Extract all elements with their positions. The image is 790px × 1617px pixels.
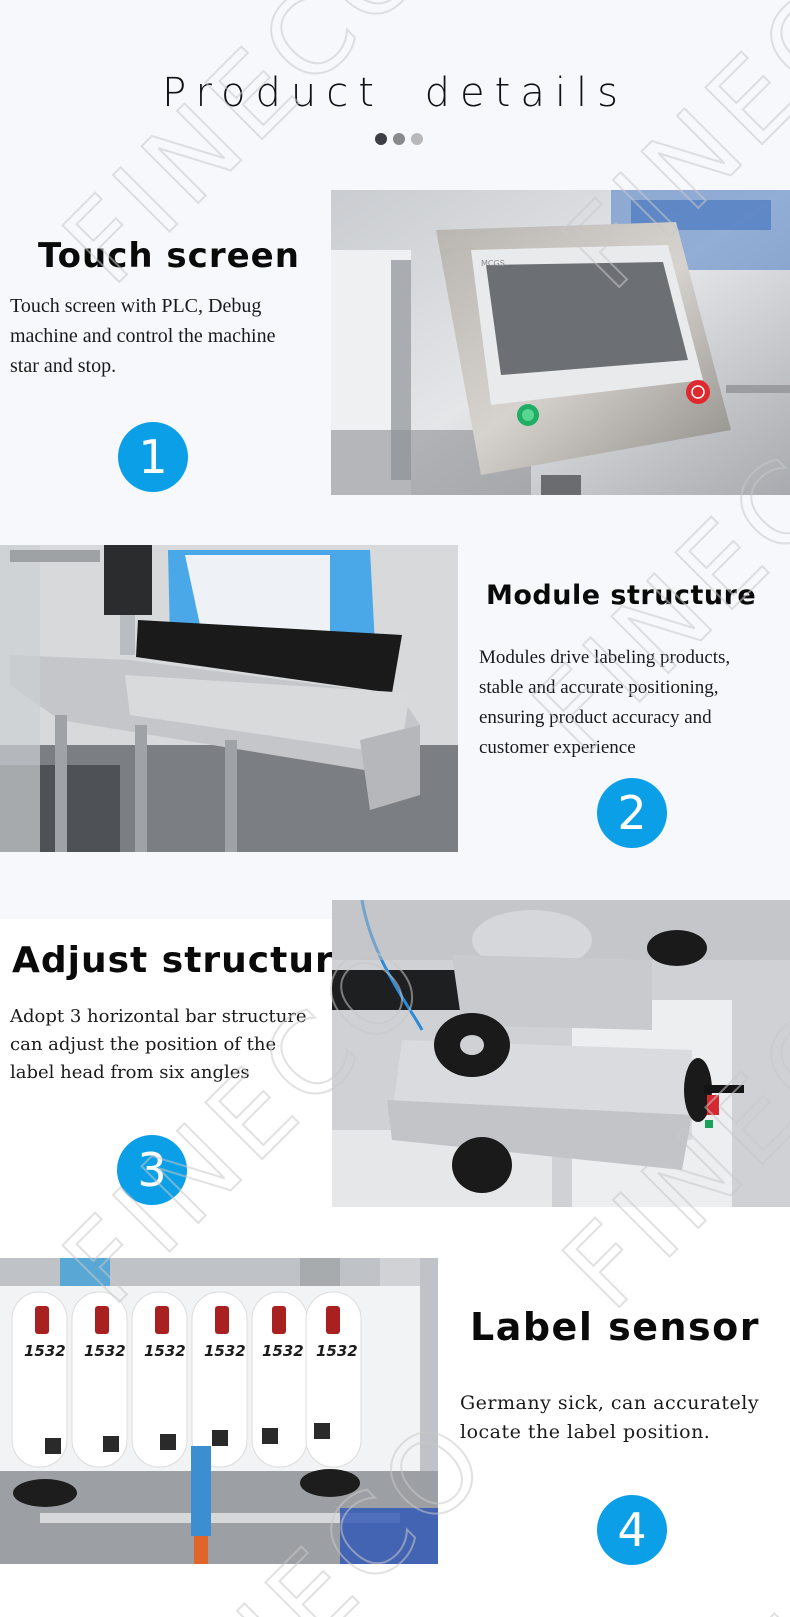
- feature-heading: Label sensor: [470, 1305, 760, 1349]
- page-title: Product details: [162, 70, 628, 116]
- touch-screen-photo: MCGS: [331, 190, 790, 495]
- adjust-structure-photo: [332, 900, 790, 1207]
- feature-heading: Touch screen: [38, 236, 300, 276]
- svg-text:MCGS: MCGS: [481, 259, 505, 268]
- carousel-indicator: [375, 133, 423, 145]
- step-number-badge: 3: [117, 1135, 187, 1205]
- description-line: star and stop.: [10, 355, 117, 377]
- svg-text:1532: 1532: [144, 1342, 186, 1360]
- step-number-badge: 4: [597, 1495, 667, 1565]
- feature-description: Germany sick, can accurately locate the …: [460, 1389, 790, 1447]
- step-number-badge: 1: [118, 422, 188, 492]
- feature-description: Adopt 3 horizontal bar structure can adj…: [10, 1003, 335, 1087]
- svg-text:1532: 1532: [262, 1342, 304, 1360]
- feature-description: Modules drive labeling products, stable …: [479, 643, 790, 763]
- description-line: machine and control the machine: [10, 325, 276, 347]
- carousel-dot-3[interactable]: [411, 133, 423, 145]
- feature-description: Touch screen with PLC, Debug machine and…: [10, 291, 330, 381]
- label-sensor-photo: 1532 1532 1532 1532 1532 1532: [0, 1258, 438, 1564]
- module-structure-photo: [0, 545, 458, 852]
- description-line: label head from six angles: [10, 1062, 250, 1083]
- svg-text:1532: 1532: [316, 1342, 358, 1360]
- description-line: Germany sick, can accurately: [460, 1392, 760, 1414]
- description-line: can adjust the position of the: [10, 1034, 277, 1055]
- description-line: Touch screen with PLC, Debug: [10, 295, 262, 317]
- description-line: Modules drive labeling products,: [479, 647, 731, 668]
- description-line: Adopt 3 horizontal bar structure: [10, 1006, 307, 1027]
- svg-text:1532: 1532: [24, 1342, 66, 1360]
- carousel-dot-1[interactable]: [375, 133, 387, 145]
- svg-text:1532: 1532: [204, 1342, 246, 1360]
- description-line: ensuring product accuracy and: [479, 707, 712, 728]
- feature-heading: Adjust structure: [12, 940, 360, 981]
- description-line: customer experience: [479, 737, 636, 758]
- svg-text:1532: 1532: [84, 1342, 126, 1360]
- step-number-badge: 2: [597, 778, 667, 848]
- carousel-dot-2[interactable]: [393, 133, 405, 145]
- feature-heading: Module structure: [486, 580, 757, 611]
- description-line: stable and accurate positioning,: [479, 677, 719, 698]
- description-line: locate the label position.: [460, 1421, 711, 1443]
